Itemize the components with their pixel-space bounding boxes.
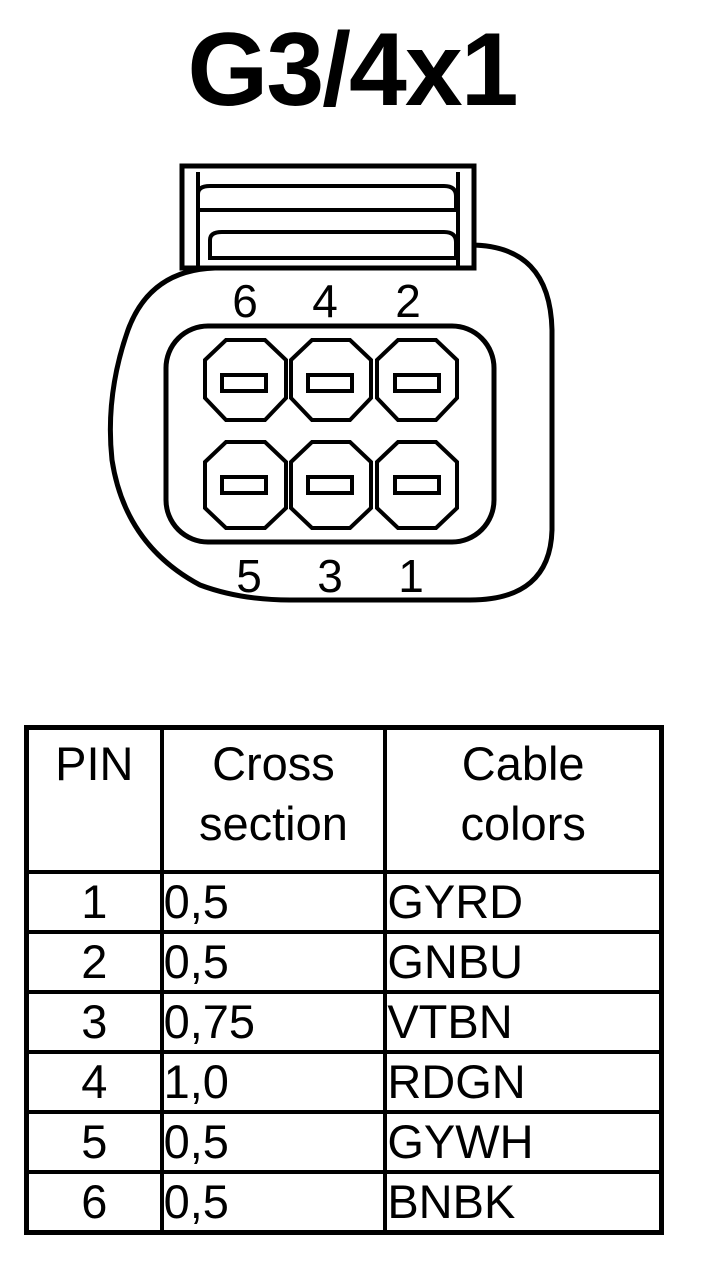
pin-6 — [203, 338, 288, 422]
latch-upper-rail — [196, 184, 458, 212]
pin-assignment-table: PIN Cross section Cable colors 1 0,5 GYR… — [24, 725, 664, 1235]
cell-pin: 3 — [24, 990, 164, 1054]
header-pin-line-1: PIN — [55, 737, 134, 790]
cell-cable-colors: VTBN — [383, 990, 664, 1054]
pin-5 — [203, 440, 288, 530]
header-cable-colors-line-1: Cable — [461, 737, 585, 790]
cell-cable-colors: BNBK — [383, 1170, 664, 1235]
table-row: 5 0,5 GYWH — [24, 1110, 664, 1174]
pin-1 — [375, 440, 459, 530]
pin-3 — [289, 440, 373, 530]
cell-pin: 1 — [24, 870, 164, 934]
table-row: 4 1,0 RDGN — [24, 1050, 664, 1114]
cell-cross-section: 0,5 — [159, 1110, 388, 1174]
header-cross-section-line-1: Cross — [212, 737, 335, 790]
cell-pin: 6 — [24, 1170, 164, 1235]
cell-pin: 2 — [24, 930, 164, 994]
table-row: 6 0,5 BNBK — [24, 1170, 664, 1235]
cell-cross-section: 1,0 — [159, 1050, 388, 1114]
header-cable-colors: Cable colors — [383, 725, 664, 874]
connector-housing — [107, 242, 555, 603]
cell-cross-section: 0,5 — [159, 930, 388, 994]
pin-4 — [289, 338, 373, 422]
header-pin: PIN — [24, 725, 164, 874]
connector-latch — [179, 163, 477, 271]
pin-label-bottom-2: 3 — [317, 550, 343, 602]
cell-cable-colors: GNBU — [383, 930, 664, 994]
pin-label-bottom-1: 5 — [236, 550, 262, 602]
pin-2 — [375, 338, 459, 422]
header-cable-colors-line-2: colors — [460, 797, 586, 850]
cell-pin: 5 — [24, 1110, 164, 1174]
connector-diagram: 6 4 2 5 3 1 — [107, 163, 555, 603]
pin-label-top-2: 4 — [312, 275, 338, 327]
cell-pin: 4 — [24, 1050, 164, 1114]
cell-cable-colors: GYRD — [383, 870, 664, 934]
header-cross-section: Cross section — [159, 725, 388, 874]
latch-lower-rail — [208, 230, 458, 260]
cell-cable-colors: GYWH — [383, 1110, 664, 1174]
cell-cable-colors: RDGN — [383, 1050, 664, 1114]
table-row: 1 0,5 GYRD — [24, 870, 664, 934]
cell-cross-section: 0,5 — [159, 870, 388, 934]
table-header-row: PIN Cross section Cable colors — [24, 725, 664, 874]
header-cross-section-line-2: section — [198, 797, 348, 850]
pin-label-top-1: 6 — [232, 275, 258, 327]
table-row: 3 0,75 VTBN — [24, 990, 664, 1054]
pin-cavity — [163, 323, 497, 545]
pin-label-top-3: 2 — [395, 275, 421, 327]
cell-cross-section: 0,5 — [159, 1170, 388, 1235]
table-row: 2 0,5 GNBU — [24, 930, 664, 994]
connector-title: G3/4x1 — [187, 12, 518, 128]
pin-label-bottom-3: 1 — [398, 550, 424, 602]
cell-cross-section: 0,75 — [159, 990, 388, 1054]
